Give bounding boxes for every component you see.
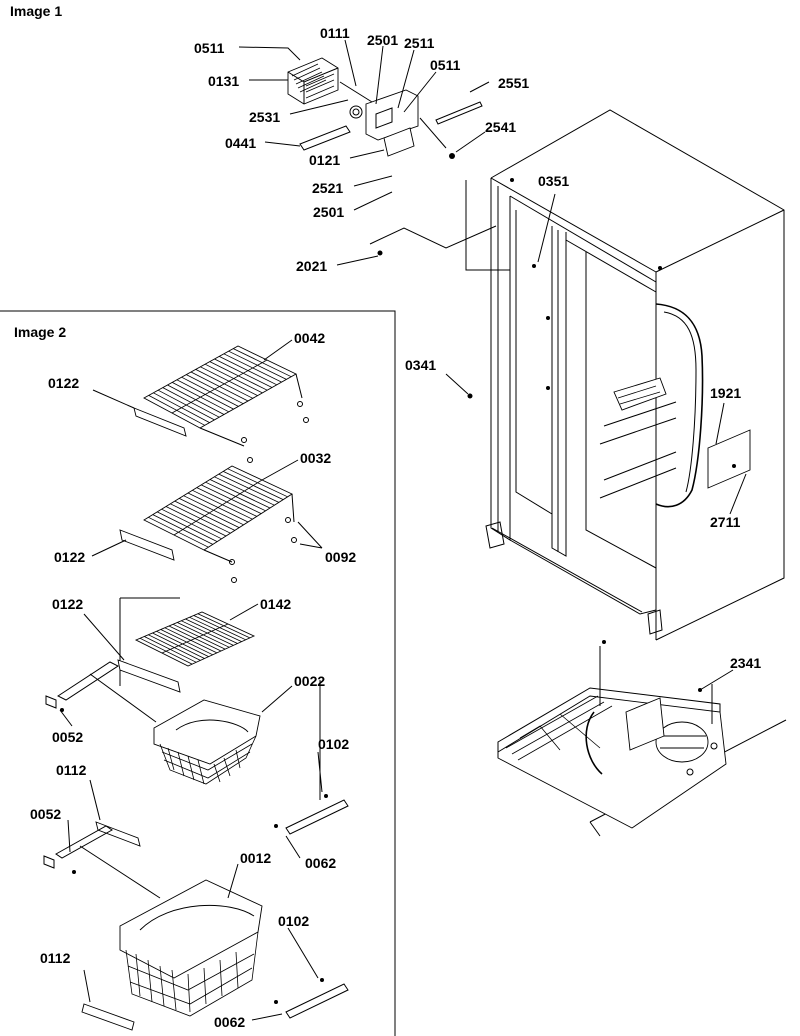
callout-0111: 0111 bbox=[320, 25, 350, 41]
callout-0121: 0121 bbox=[309, 152, 340, 168]
image-2-frame bbox=[0, 310, 396, 1036]
callout-1921: 1921 bbox=[710, 385, 741, 401]
callout-2521: 2521 bbox=[312, 180, 343, 196]
callout-0122-c: 0122 bbox=[52, 596, 83, 612]
callout-2501-bottom: 2501 bbox=[313, 204, 344, 220]
callout-0511-top: 0511 bbox=[194, 40, 225, 56]
callout-0131: 0131 bbox=[208, 73, 239, 89]
callout-0351: 0351 bbox=[538, 173, 569, 189]
callout-0112-b: 0112 bbox=[40, 950, 71, 966]
callout-0341: 0341 bbox=[405, 357, 436, 373]
callout-0112-a: 0112 bbox=[56, 762, 87, 778]
callout-0012: 0012 bbox=[240, 850, 271, 866]
caption-image-2: Image 2 bbox=[14, 324, 66, 340]
callout-2531: 2531 bbox=[249, 109, 280, 125]
leader-2341 bbox=[699, 669, 734, 691]
callout-2711: 2711 bbox=[710, 514, 741, 530]
callout-0052-b: 0052 bbox=[30, 806, 61, 822]
callout-2021: 2021 bbox=[296, 258, 327, 274]
image-2-leader-lines bbox=[59, 339, 323, 1021]
image-1-leader-lines bbox=[238, 39, 497, 266]
refrigerator-cabinet bbox=[467, 109, 785, 641]
callout-0122-b: 0122 bbox=[54, 549, 85, 565]
callout-0102-a: 0102 bbox=[318, 736, 349, 752]
callout-2511: 2511 bbox=[404, 35, 435, 51]
callout-0042: 0042 bbox=[294, 330, 325, 346]
basket-0022 bbox=[45, 661, 349, 835]
callout-0122-a: 0122 bbox=[48, 375, 79, 391]
callout-0052-a: 0052 bbox=[52, 729, 83, 745]
callout-2501-top: 2501 bbox=[367, 32, 398, 48]
shelf-wire bbox=[148, 348, 292, 426]
callout-0022: 0022 bbox=[294, 673, 325, 689]
callout-0032: 0032 bbox=[300, 450, 331, 466]
basket-0012 bbox=[43, 821, 349, 1031]
callout-labels: 0511 0131 0111 2501 2511 0511 2551 2531 … bbox=[30, 25, 761, 1030]
caption-image-1: Image 1 bbox=[10, 3, 62, 19]
callout-0062-a: 0062 bbox=[305, 855, 336, 871]
callout-0092: 0092 bbox=[325, 549, 356, 565]
cabinet-leader-lines bbox=[445, 180, 747, 515]
control-housing-assembly bbox=[287, 57, 483, 256]
callout-2551: 2551 bbox=[498, 75, 529, 91]
shelf-0032 bbox=[119, 457, 297, 583]
callout-0511-right: 0511 bbox=[430, 57, 461, 73]
callout-0062-b: 0062 bbox=[214, 1014, 245, 1030]
shelf-wire bbox=[148, 468, 288, 548]
callout-2541: 2541 bbox=[485, 119, 516, 135]
callout-0102-b: 0102 bbox=[278, 913, 309, 929]
callout-2341: 2341 bbox=[730, 655, 761, 671]
shelf-wire bbox=[139, 613, 251, 665]
compressor-assembly bbox=[497, 640, 787, 837]
shelf-0042 bbox=[133, 345, 309, 447]
callout-0142: 0142 bbox=[260, 596, 291, 612]
shelf-0142 bbox=[117, 597, 321, 800]
callout-0441: 0441 bbox=[225, 135, 256, 151]
